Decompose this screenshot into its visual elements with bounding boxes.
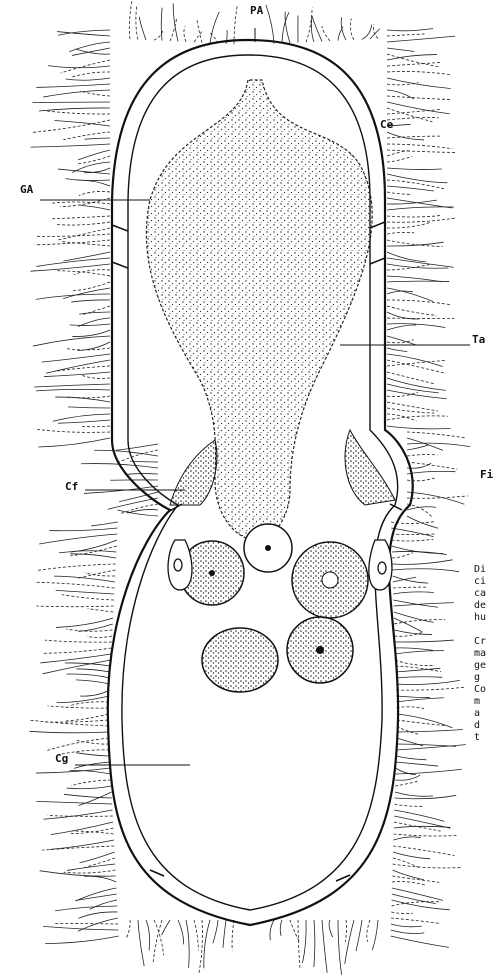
- caption-line: a: [474, 708, 480, 720]
- caption-line: ma: [474, 648, 486, 660]
- caption-line: g: [474, 672, 480, 684]
- caption-line: ge: [474, 660, 486, 672]
- label-ce: Ce: [380, 118, 393, 131]
- right-fan: [345, 430, 395, 505]
- label-cg: Cg: [55, 752, 68, 765]
- caption-line: ci: [474, 576, 486, 588]
- caption-line: hu: [474, 612, 486, 624]
- caption-line: Di: [474, 564, 486, 576]
- caption-line: de: [474, 600, 486, 612]
- caption-line: d: [474, 720, 480, 732]
- caption-line: Cr: [474, 636, 486, 648]
- caption-line: m: [474, 696, 480, 708]
- label-ga: GA: [20, 183, 33, 196]
- germ-cells: [180, 524, 368, 692]
- label-pa: PA: [250, 4, 263, 17]
- label-ta: Ta: [472, 333, 485, 346]
- label-fig: Fi: [480, 468, 493, 481]
- central-mass: [146, 80, 372, 540]
- left-fan: [170, 440, 217, 505]
- caption-line: t: [474, 732, 480, 744]
- caption-line: ca: [474, 588, 486, 600]
- label-cf: Cf: [65, 480, 78, 493]
- caption-line: Co: [474, 684, 486, 696]
